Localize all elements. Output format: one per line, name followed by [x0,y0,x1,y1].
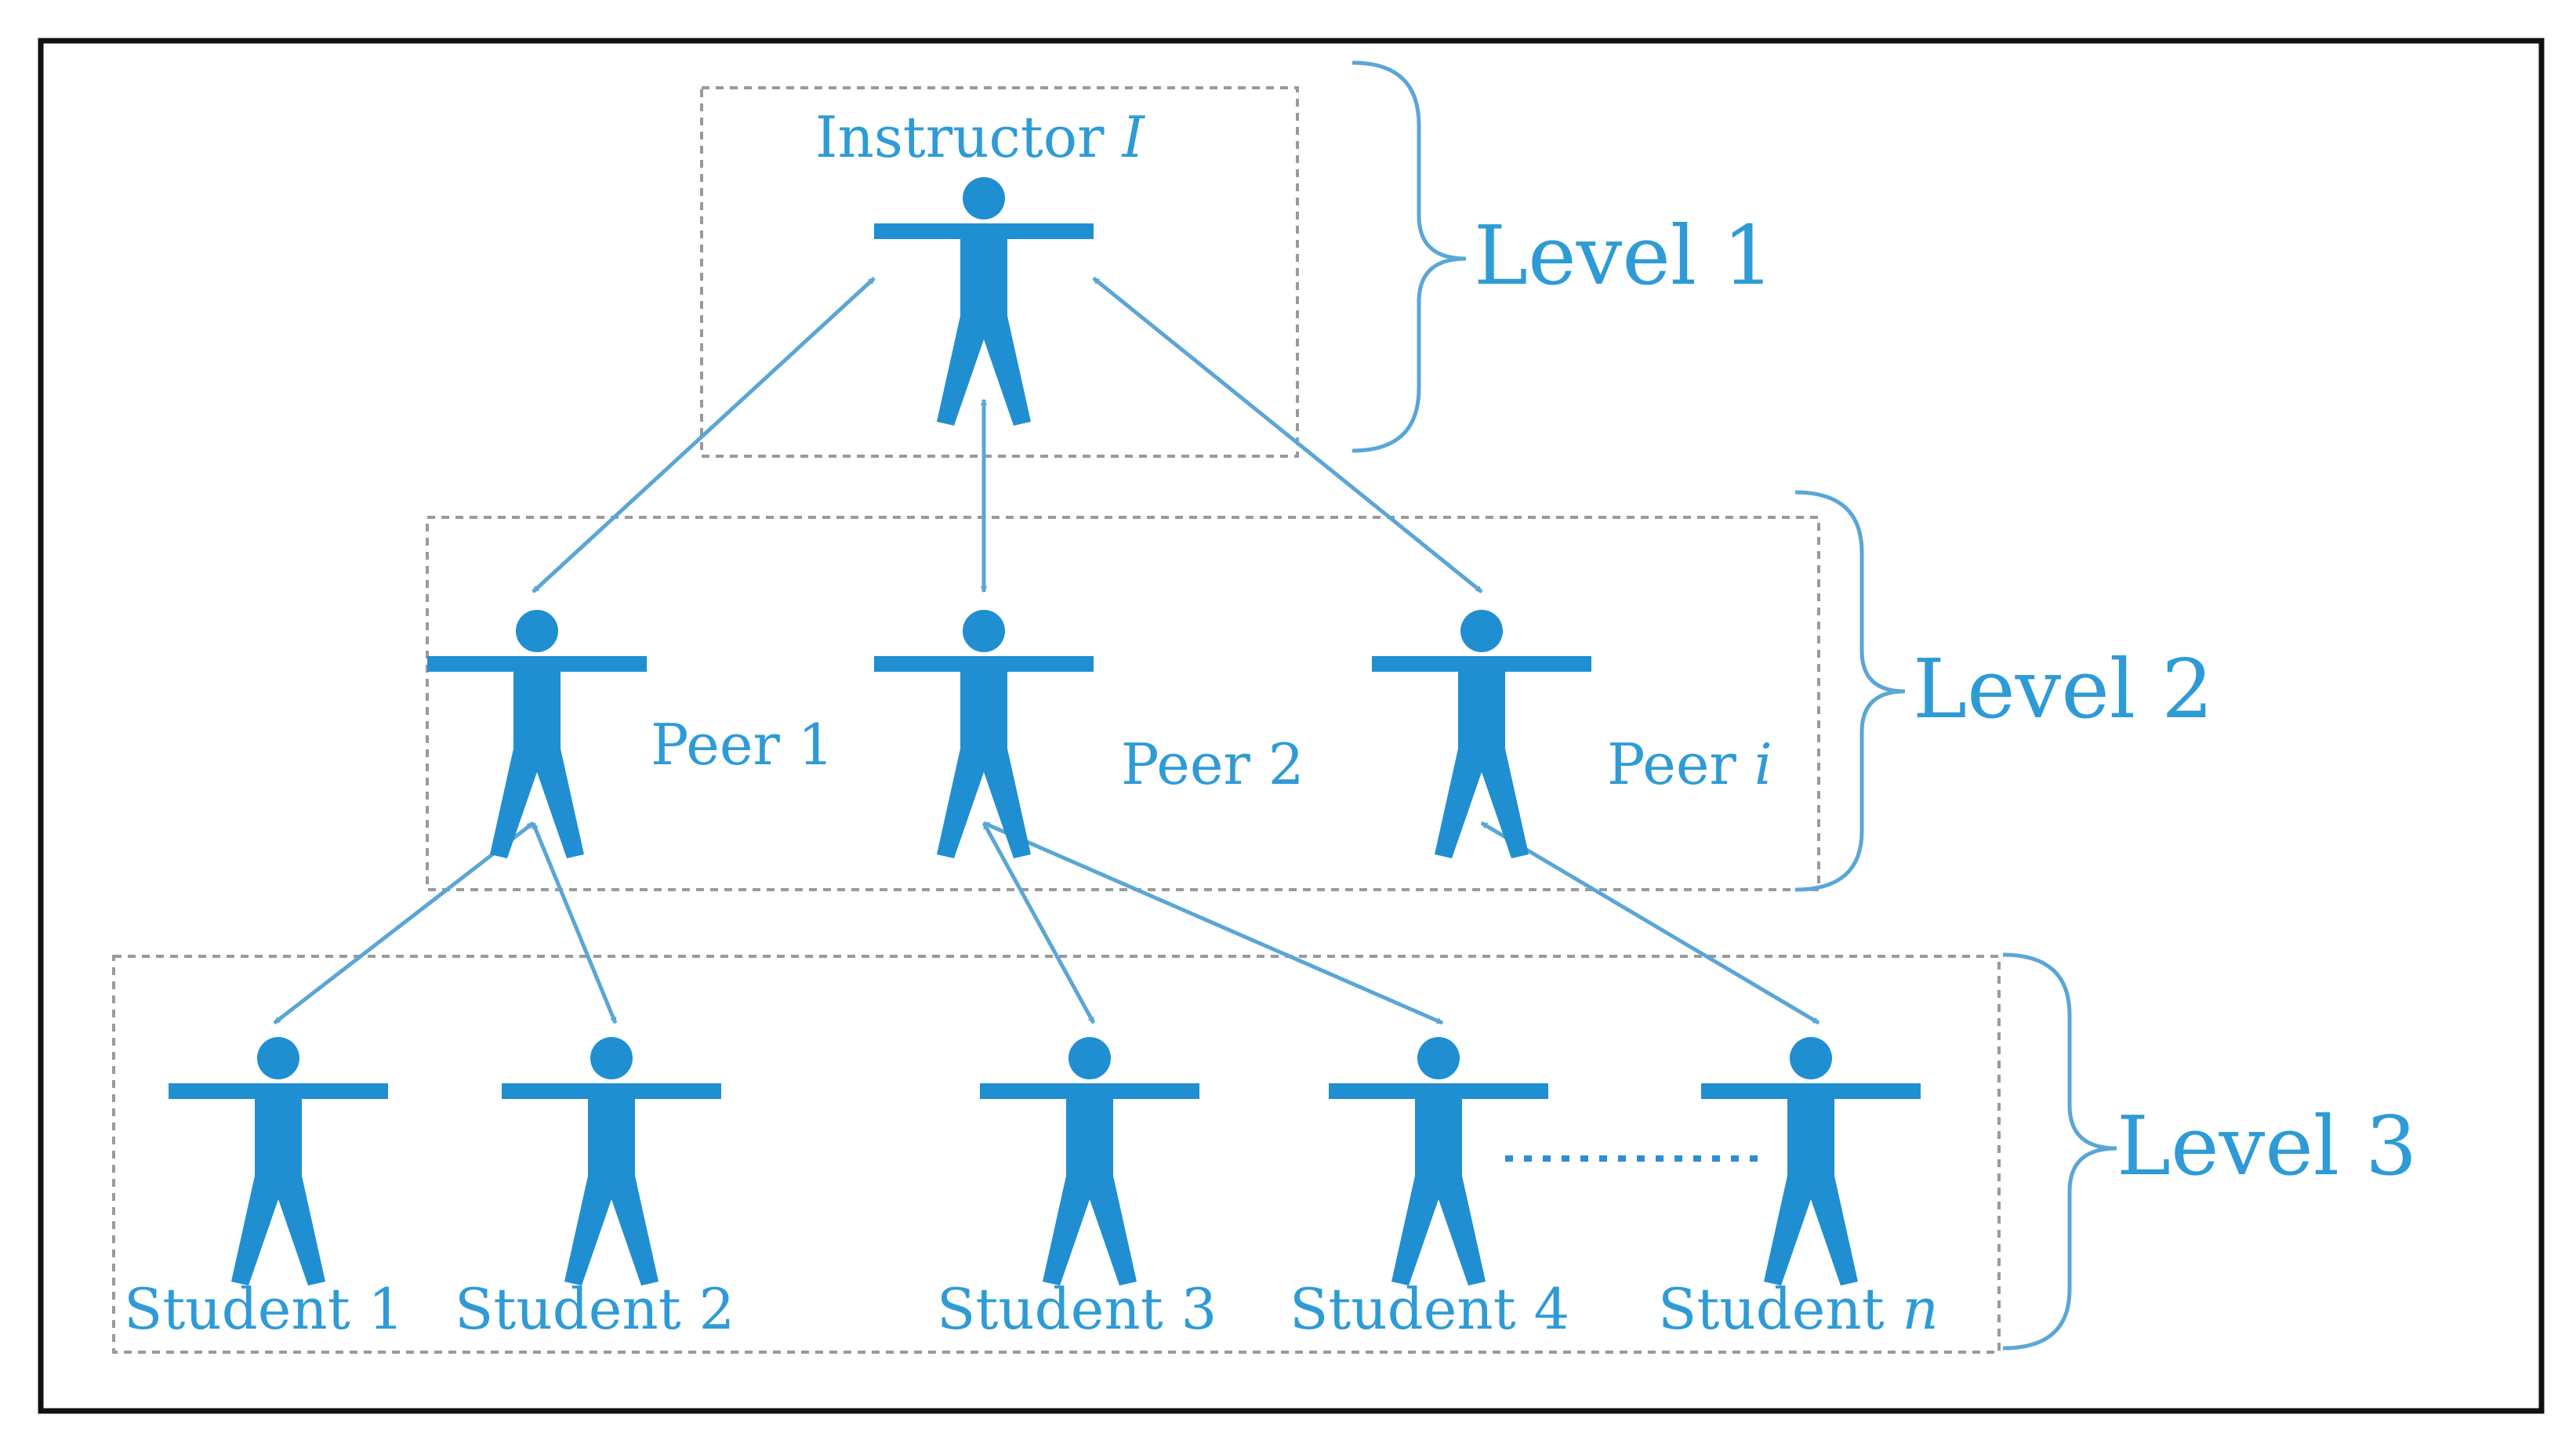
connector-peer1-student2 [531,823,618,1023]
connector-instructor-peeri [1092,277,1483,593]
outer-frame [38,38,2545,1414]
student3-icon [980,1037,1199,1286]
peer2-label: Peer 2 [1121,731,1304,797]
student4-icon [1329,1037,1548,1286]
student3-label: Student 3 [937,1276,1217,1342]
level3-label: Level 3 [2117,1098,2417,1194]
connectors [273,277,1819,1025]
student2-label: Student 2 [455,1276,735,1342]
connector-peer2-student4 [984,821,1442,1025]
instructor-icon [874,177,1094,426]
level2-label: Level 2 [1913,641,2213,737]
level1-brace [1351,60,1467,453]
student1-icon [169,1037,388,1286]
peer1-label: Peer 1 [651,712,834,778]
connector-peer2-student3 [981,823,1096,1023]
student2-icon [502,1037,721,1286]
connector-peeri-studentn [1482,821,1819,1025]
peer1-icon [427,610,647,858]
level3-box [112,955,2001,1354]
studentn-label: Student n [1658,1276,1939,1342]
student4-label: Student 4 [1290,1276,1569,1342]
level1-box [700,86,1299,458]
connector-instructor-peer1 [532,277,876,593]
level2-box [426,516,1820,891]
peeri-icon [1372,610,1591,858]
peer2-icon [874,610,1094,858]
student1-label: Student 1 [124,1276,404,1342]
connector-peer1-student1 [273,821,535,1025]
level2-brace [1794,490,1906,892]
peeri-label: Peer i [1607,731,1772,797]
level1-label: Level 1 [1474,208,1774,303]
instructor-label: Instructor I [815,104,1145,170]
level3-brace [2002,952,2117,1351]
